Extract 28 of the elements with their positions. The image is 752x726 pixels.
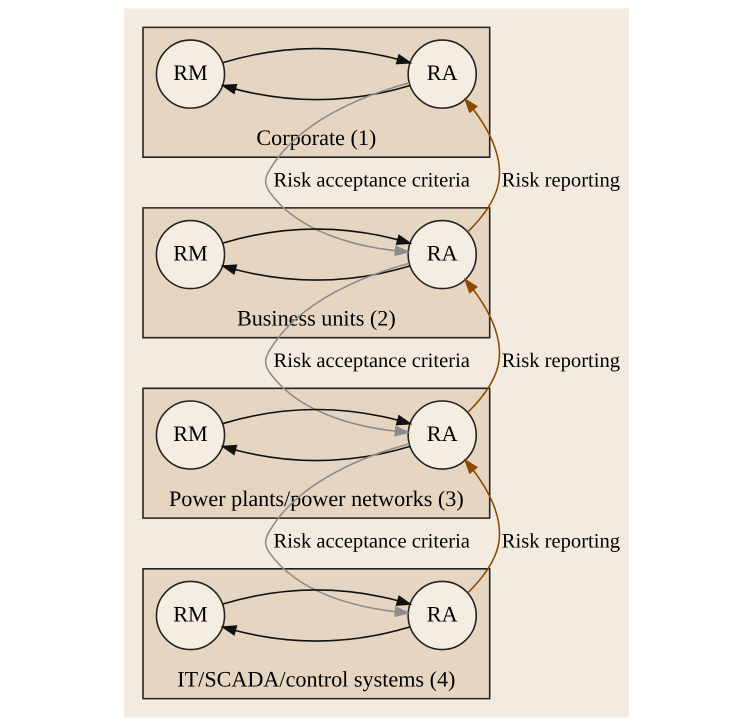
edge-label: Risk reporting: [501, 169, 620, 192]
node-circle: RA: [406, 400, 477, 470]
edge-label: Risk acceptance criteria: [273, 530, 470, 552]
arrow: [220, 84, 410, 100]
arrow: [220, 444, 410, 462]
node-circle: RM: [155, 580, 225, 650]
arrow: [222, 408, 412, 426]
node-circle: RM: [155, 220, 225, 290]
arrow: [264, 443, 410, 618]
node-circle: RA: [406, 580, 477, 650]
arrow: [222, 48, 412, 64]
node-circle: RA: [406, 220, 477, 290]
arrow: [220, 264, 410, 281]
arrow: [264, 262, 410, 437]
node-circle: RA: [406, 39, 477, 109]
arrow: [222, 228, 412, 245]
edge-label: Risk reporting: [501, 530, 620, 552]
node-circle: RM: [155, 39, 225, 109]
arrow: [463, 458, 500, 594]
arrow: [463, 278, 500, 413]
arrow: [463, 97, 500, 233]
edge-label: Risk acceptance criteria: [273, 169, 470, 192]
arrow: [220, 625, 410, 642]
edge-label: Risk acceptance criteria: [273, 350, 470, 372]
arrow: [222, 589, 412, 606]
node-circle: RM: [155, 400, 225, 470]
edge-label: Risk reporting: [501, 350, 620, 372]
arrow: [264, 82, 410, 256]
